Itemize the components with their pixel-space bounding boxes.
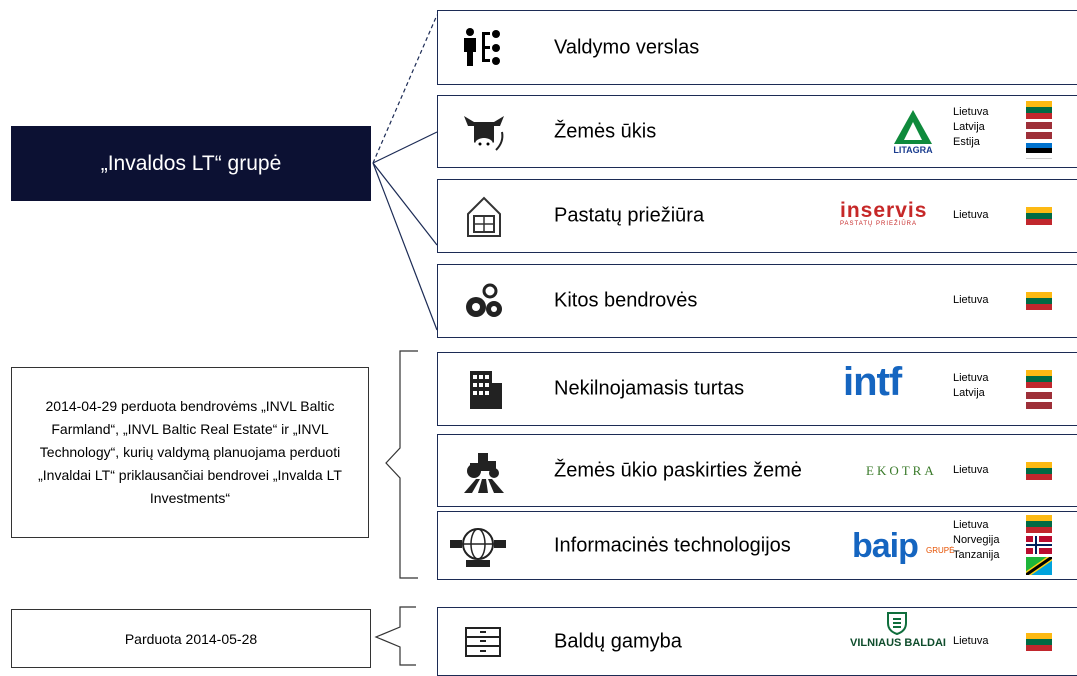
- transfer-note: 2014-04-29 perduota bendrovėms „INVL Bal…: [11, 367, 369, 538]
- gears-icon: [466, 283, 502, 317]
- row-other-companies: Kitos bendrovės Lietuva: [437, 264, 1077, 338]
- flag-estonia: [1026, 143, 1052, 159]
- drawer-icon: [465, 626, 501, 657]
- row-agricultural-land: Žemės ūkio paskirties žemė EKOTRA Lietuv…: [437, 434, 1077, 507]
- building-icon: [470, 371, 502, 409]
- flag-lithuania: [1026, 462, 1052, 480]
- ekotra-logo: EKOTRA: [866, 462, 937, 478]
- inservis-logo: inservis PASTATŲ PRIEŽIŪRA: [840, 199, 928, 227]
- brace-sold: [374, 606, 416, 666]
- row-label: Kitos bendrovės: [554, 289, 698, 312]
- flag-lithuania: [1026, 370, 1052, 388]
- flag-lithuania: [1026, 515, 1052, 533]
- row-building-maintenance: Pastatų priežiūra inservis PASTATŲ PRIEŽ…: [437, 179, 1077, 253]
- country-list: Lietuva: [953, 635, 989, 647]
- row-management: Valdymo verslas: [437, 10, 1077, 85]
- flag-lithuania: [1026, 207, 1052, 225]
- flag-lithuania: [1026, 292, 1052, 310]
- row-label: Baldų gamyba: [554, 630, 682, 652]
- group-title: „Invaldos LT“ grupė: [100, 151, 282, 175]
- baip-logo: baip GRUPĖ: [852, 526, 955, 565]
- row-it: Informacinės technologijos baip GRUPĖ Li…: [437, 511, 1077, 580]
- country-list: Lietuva: [953, 209, 989, 221]
- org-chart-person-icon: [464, 27, 500, 66]
- flag-latvia: [1026, 392, 1052, 409]
- flag-tanzania: [1026, 557, 1052, 575]
- litagra-logo: LITAGRA: [888, 108, 938, 156]
- cow-icon: [464, 115, 504, 151]
- flag-lithuania: [1026, 633, 1052, 651]
- brace-transfer: [385, 350, 418, 579]
- group-title-box: „Invaldos LT“ grupė: [11, 126, 371, 201]
- flag-latvia: [1026, 122, 1052, 139]
- globe-binary-icon: [450, 527, 506, 567]
- house-icon: [467, 196, 501, 237]
- row-label: Valdymo verslas: [554, 36, 700, 58]
- row-furniture: Baldų gamyba VILNIAUS BALDAI Lietuva: [437, 607, 1077, 676]
- flag-norway: [1026, 536, 1052, 554]
- row-label: Pastatų priežiūra: [554, 204, 705, 227]
- vilniaus-baldai-logo: VILNIAUS BALDAI: [848, 611, 948, 661]
- tractor-icon: [464, 452, 504, 493]
- country-list: Lietuva: [953, 294, 989, 306]
- row-label: Žemės ūkio paskirties žemė: [554, 459, 802, 481]
- row-label: Žemės ūkis: [554, 120, 657, 142]
- row-label: Nekilnojamasis turtas: [554, 377, 745, 400]
- sold-note: Parduota 2014-05-28: [11, 609, 371, 668]
- intf-logo: intf: [843, 360, 902, 404]
- flag-lithuania: [1026, 101, 1052, 119]
- country-list: Lietuva: [953, 464, 989, 476]
- row-label: Informacinės technologijos: [554, 534, 791, 556]
